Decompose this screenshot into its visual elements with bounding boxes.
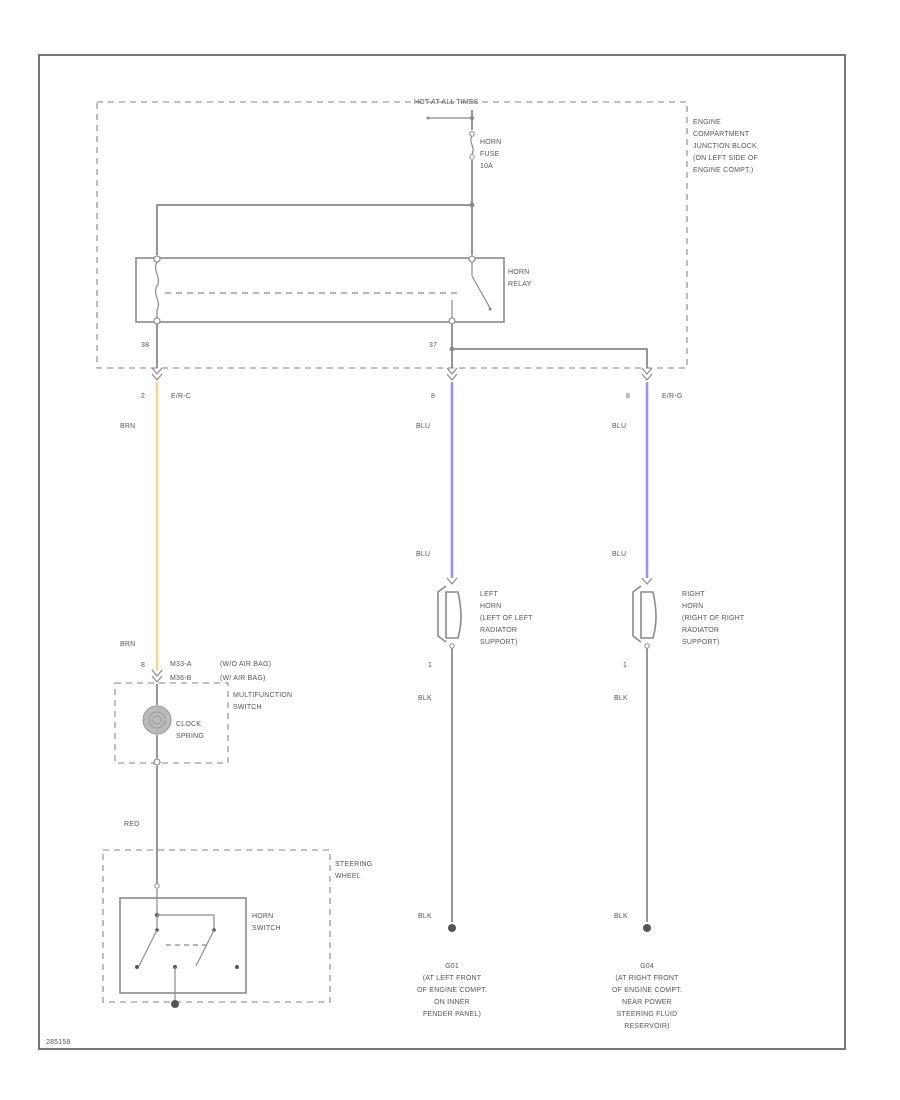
- svg-text:(ON LEFT SIDE OF: (ON LEFT SIDE OF: [693, 155, 758, 162]
- right-horn-label: RIGHT HORN (RIGHT OF RIGHT RADIATOR SUPP…: [682, 591, 745, 646]
- svg-text:JUNCTION BLOCK: JUNCTION BLOCK: [693, 143, 757, 150]
- msw-pin-label: 8: [141, 662, 145, 669]
- left-horn-pin-label: 1: [428, 662, 432, 669]
- right-horn: [632, 577, 657, 932]
- diagram-frame: [38, 54, 846, 1050]
- wire-blu-mid-bot-label: BLU: [416, 551, 430, 558]
- connector-erg-right: [641, 367, 653, 381]
- svg-text:(LEFT OF LEFT: (LEFT OF LEFT: [480, 615, 533, 622]
- svg-text:RIGHT: RIGHT: [682, 591, 705, 598]
- svg-text:STEERING: STEERING: [335, 861, 372, 868]
- svg-text:HORN: HORN: [682, 603, 703, 610]
- svg-text:RADIATOR: RADIATOR: [682, 627, 719, 634]
- svg-text:SUPPORT): SUPPORT): [682, 639, 720, 646]
- blk-right-top-label: BLK: [614, 695, 628, 702]
- pin-2-label: 2: [141, 393, 145, 400]
- svg-text:OF ENGINE COMPT.: OF ENGINE COMPT.: [417, 987, 487, 994]
- svg-text:RADIATOR: RADIATOR: [480, 627, 517, 634]
- svg-text:(RIGHT OF RIGHT: (RIGHT OF RIGHT: [682, 615, 745, 622]
- blk-left-top-label: BLK: [418, 695, 432, 702]
- left-horn-label: LEFT HORN (LEFT OF LEFT RADIATOR SUPPORT…: [480, 591, 533, 646]
- svg-text:CLOCK: CLOCK: [176, 721, 201, 728]
- junction-block-outline: [96, 101, 688, 369]
- msw-connector-b-label: M36-B: [170, 675, 192, 682]
- svg-text:SPRING: SPRING: [176, 733, 204, 740]
- svg-text:ENGINE COMPT.): ENGINE COMPT.): [693, 167, 753, 174]
- horn-relay: [135, 202, 505, 325]
- ground-g04-label: G04 (AT RIGHT FRONT OF ENGINE COMPT. NEA…: [612, 963, 682, 1030]
- horn-relay-label: HORN RELAY: [508, 269, 532, 288]
- svg-text:STEERING FLUID: STEERING FLUID: [617, 1011, 678, 1018]
- svg-text:FENDER PANEL): FENDER PANEL): [423, 1011, 481, 1018]
- wire-blu-right-top-label: BLU: [612, 423, 626, 430]
- footer-code: 285158: [46, 1039, 71, 1046]
- connector-erc-left: [151, 367, 163, 381]
- steering-wheel: [102, 849, 331, 1008]
- svg-text:LEFT: LEFT: [480, 591, 498, 598]
- svg-text:G04: G04: [640, 963, 654, 970]
- left-horn: [437, 577, 462, 932]
- svg-text:NEAR POWER: NEAR POWER: [622, 999, 672, 1006]
- ground-g01-label: G01 (AT LEFT FRONT OF ENGINE COMPT. ON I…: [417, 963, 487, 1018]
- svg-text:(AT RIGHT FRONT: (AT RIGHT FRONT: [615, 975, 679, 982]
- wire-blu-mid-top-label: BLU: [416, 423, 430, 430]
- svg-text:SWITCH: SWITCH: [233, 704, 262, 711]
- svg-text:OF ENGINE COMPT.: OF ENGINE COMPT.: [612, 987, 682, 994]
- horn-fuse: [426, 110, 475, 205]
- pin-8-right-label: 8: [626, 393, 630, 400]
- wire-brn-top-label: BRN: [120, 423, 135, 430]
- connector-erc-mid: [446, 367, 458, 381]
- svg-text:COMPARTMENT: COMPARTMENT: [693, 131, 750, 138]
- svg-text:ON INNER: ON INNER: [434, 999, 470, 1006]
- pin-8-mid-label: 8: [431, 393, 435, 400]
- pin-37-label: 37: [429, 342, 437, 349]
- relay-output-wiring: [156, 324, 648, 368]
- blk-left-bot-label: BLK: [418, 913, 432, 920]
- svg-text:SWITCH: SWITCH: [252, 925, 281, 932]
- svg-text:RESERVOIR): RESERVOIR): [624, 1023, 669, 1030]
- connector-erg-label: E/R-G: [662, 393, 682, 400]
- right-horn-pin-label: 1: [623, 662, 627, 669]
- steering-wheel-label: STEERING WHEEL: [335, 861, 372, 880]
- wire-blu-right-bot-label: BLU: [612, 551, 626, 558]
- wire-brn-bot-label: BRN: [120, 641, 135, 648]
- svg-text:HORN: HORN: [508, 269, 529, 276]
- svg-text:HORN: HORN: [252, 913, 273, 920]
- msw-connector-b-note: (W/ AIR BAG): [220, 675, 266, 682]
- svg-text:FUSE: FUSE: [480, 151, 500, 158]
- svg-text:(AT LEFT FRONT: (AT LEFT FRONT: [423, 975, 482, 982]
- pin-38-label: 38: [141, 342, 149, 349]
- svg-text:RELAY: RELAY: [508, 281, 532, 288]
- svg-text:HORN: HORN: [480, 139, 501, 146]
- blk-right-bot-label: BLK: [614, 913, 628, 920]
- msw-connector-a-note: (W/O AIR BAG): [220, 661, 271, 668]
- multifunction-switch: [114, 669, 229, 766]
- svg-text:ENGINE: ENGINE: [693, 119, 721, 126]
- msw-connector-a-label: M33-A: [170, 661, 192, 668]
- svg-text:WHEEL: WHEEL: [335, 873, 361, 880]
- junction-block-label: ENGINE COMPARTMENT JUNCTION BLOCK (ON LE…: [693, 119, 758, 174]
- svg-text:MULTIFUNCTION: MULTIFUNCTION: [233, 692, 292, 699]
- svg-text:HORN: HORN: [480, 603, 501, 610]
- hot-at-all-times-label: HOT AT ALL TIMES: [414, 99, 479, 106]
- wire-red-label: RED: [124, 821, 139, 828]
- horn-switch-label: HORN SWITCH: [252, 913, 281, 932]
- connector-erc-label: E/R-C: [171, 393, 191, 400]
- svg-text:SUPPORT): SUPPORT): [480, 639, 518, 646]
- svg-text:10A: 10A: [480, 163, 493, 170]
- horn-fuse-label: HORN FUSE 10A: [480, 139, 501, 170]
- svg-text:G01: G01: [445, 963, 459, 970]
- multifunction-switch-label: MULTIFUNCTION SWITCH: [233, 692, 292, 711]
- clock-spring-label: CLOCK SPRING: [176, 721, 204, 740]
